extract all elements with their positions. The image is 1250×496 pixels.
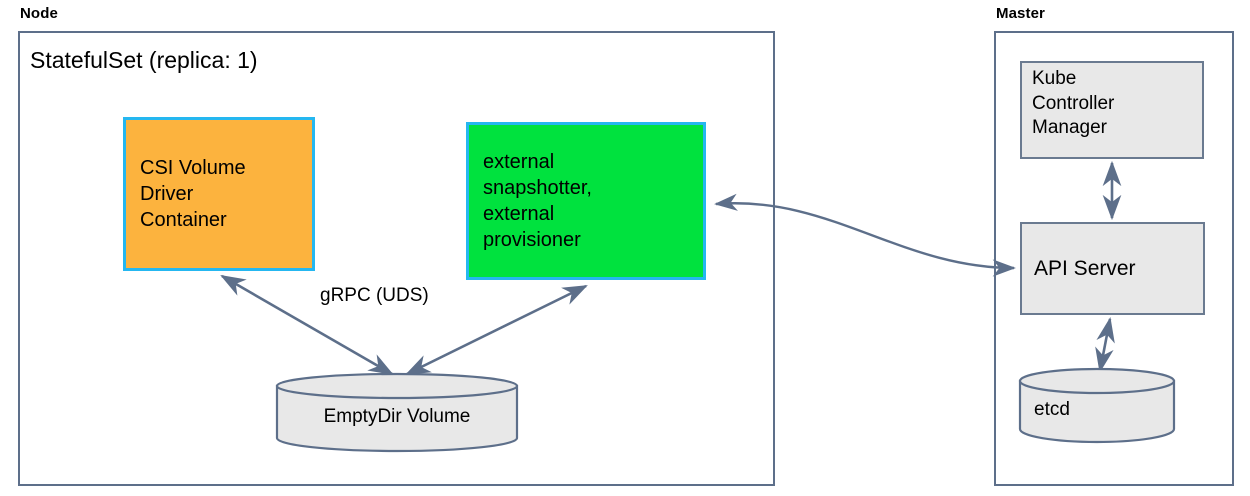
- statefulset-title: StatefulSet (replica: 1): [30, 47, 258, 73]
- cylinder-body: [275, 384, 519, 453]
- csi-volume-driver-container-node[interactable]: CSI Volume Driver Container: [123, 117, 315, 271]
- emptydir-volume-node[interactable]: EmptyDir Volume: [275, 372, 519, 453]
- kcm-line-3: Manager: [1032, 117, 1107, 139]
- master-group-label: Master: [996, 5, 1045, 22]
- sidecars-line-3: external: [483, 203, 555, 225]
- cylinder-body: [1018, 379, 1176, 444]
- kcm-line-1: Kube: [1032, 68, 1077, 89]
- sidecars-line-1: external: [483, 151, 555, 173]
- sidecars-line-4: provisioner: [483, 229, 581, 251]
- node-group-label: Node: [20, 5, 58, 22]
- etcd-node[interactable]: etcd: [1018, 367, 1176, 444]
- csi-driver-line-1: CSI Volume: [140, 157, 246, 179]
- csi-driver-line-3: Container: [140, 209, 227, 231]
- api-server-node[interactable]: API Server: [1020, 222, 1205, 315]
- cylinder-top: [275, 372, 519, 400]
- kube-controller-manager-node[interactable]: Kube Controller Manager: [1020, 61, 1204, 159]
- grpc-uds-edge-label: gRPC (UDS): [320, 285, 429, 306]
- kcm-line-2: Controller: [1032, 92, 1115, 114]
- etcd-label: etcd: [1034, 399, 1070, 420]
- external-sidecars-node[interactable]: external snapshotter, external provision…: [466, 122, 706, 280]
- api-server-label: API Server: [1034, 256, 1136, 280]
- csi-driver-line-2: Driver: [140, 183, 194, 205]
- emptydir-volume-label: EmptyDir Volume: [323, 406, 471, 427]
- sidecars-line-2: snapshotter,: [483, 177, 592, 199]
- cylinder-top: [1018, 367, 1176, 395]
